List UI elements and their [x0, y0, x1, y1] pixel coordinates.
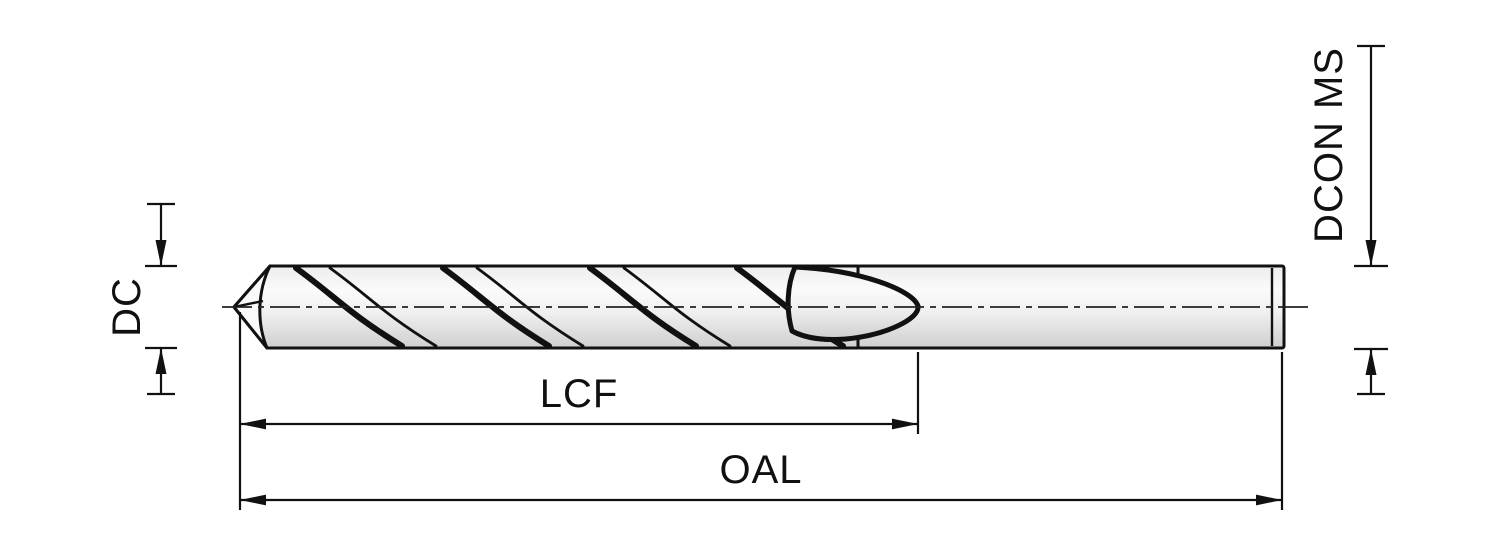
dimension-lcf: LCF [238, 312, 920, 510]
dc-arrow-up-icon [155, 348, 167, 374]
drill-flutes [293, 265, 846, 349]
dimension-dcon-ms: DCON MS [1307, 44, 1388, 396]
oal-arrow-left-icon [240, 494, 266, 506]
flute-runout [785, 264, 921, 348]
lcf-arrow-left-icon [240, 418, 266, 430]
lcf-label: LCF [540, 372, 619, 416]
dimension-dc: DC [105, 202, 177, 396]
dcon-arrow-down-icon [1365, 240, 1377, 266]
lcf-arrow-right-icon [892, 418, 918, 430]
oal-arrow-right-icon [1256, 494, 1282, 506]
drill-bit-illustration [222, 264, 1312, 350]
dc-label: DC [105, 277, 149, 337]
dimension-oal: OAL [240, 352, 1284, 510]
dc-arrow-down-icon [155, 240, 167, 266]
dcon-ms-label: DCON MS [1307, 47, 1351, 243]
oal-label: OAL [719, 448, 802, 492]
